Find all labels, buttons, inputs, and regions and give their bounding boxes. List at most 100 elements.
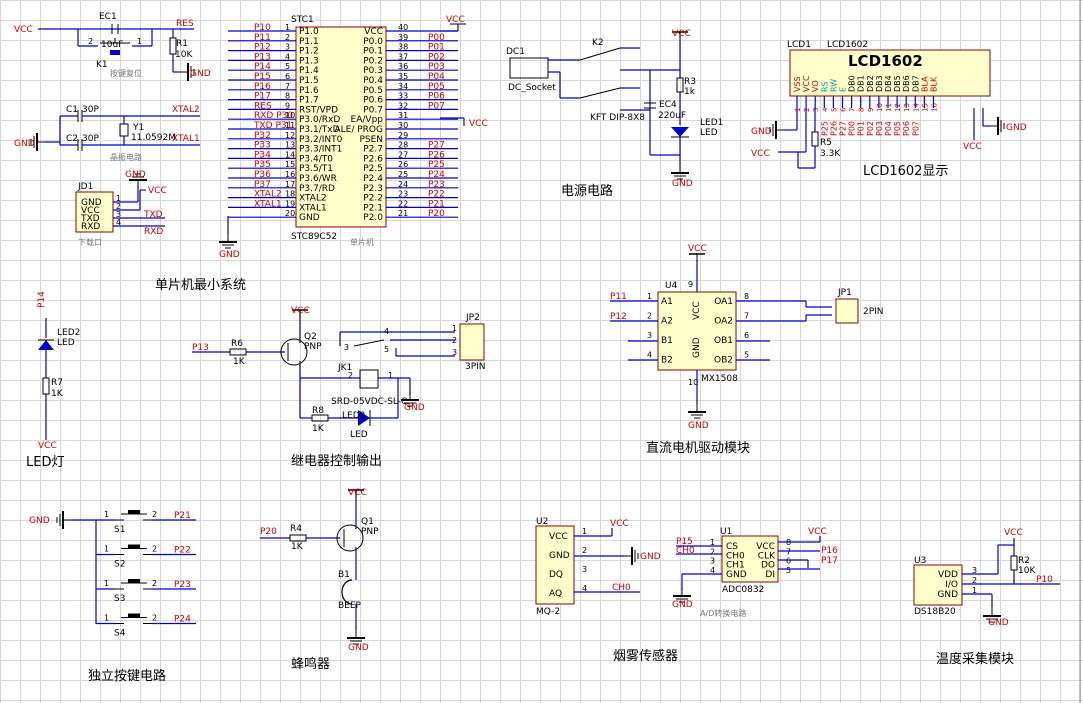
net-xtal2-label: XTAL2 [172,105,200,115]
mcu-net-label: P33 [254,141,271,151]
mcu-pin-number: 6 [285,72,290,81]
u4-body [657,291,737,371]
mcu-pin-number: 37 [398,52,408,61]
mcu-pin-name: P2.0 [363,213,383,223]
u3-pin-name: GND [937,590,958,600]
r2-value: 10K [1018,566,1036,576]
jp1-name: 2PIN [863,307,884,317]
jd1-pin-name: GND [81,198,102,208]
lcd-pin-name: VO [811,80,820,92]
jd1-pin-name: TXD [80,214,100,224]
lcd-net-label: P07 [911,121,920,136]
u2-pin-name: AQ [549,589,562,599]
r6-value: 1K [233,357,246,367]
y1-ref: Y1 [132,123,144,133]
mcu-net-label: P22 [428,190,445,200]
q1-type: PNP [361,527,379,537]
u1-pin-number: 7 [786,547,791,556]
mcu-pin-number: 17 [285,180,295,189]
net-vcc-label-ea: VCC [469,119,488,129]
mcu-pin-name: P2.3 [363,184,383,194]
r1-value: 10K [175,50,193,60]
lcd-pin-number: 12 [894,103,902,112]
mcu-net-label: P15 [254,72,271,82]
r2-body [1010,555,1018,571]
net-vcc-label-mcu: VCC [446,15,465,25]
ec1-value: 10uF [101,40,123,50]
mcu-net-label: XTAL2 [254,190,282,200]
motor-gnd-pin: 10 [688,378,698,387]
u2-ref: U2 [536,517,548,527]
led3-name: LED [350,430,368,440]
mcu-pin-number: 3 [285,43,290,52]
net-xtal1-label: XTAL1 [172,134,200,144]
mcu-pin-name: P3.7/RD [299,184,335,194]
section-title-buzzer: 蜂鸣器 [291,656,330,672]
mcu-net-label: P37 [254,180,271,190]
motor-pin-name: OB1 [714,336,733,346]
u2-pin-name: DQ [549,570,563,580]
svg-text:GND: GND [692,337,702,358]
lcd-pin-number: 1 [794,108,802,112]
mcu-ref: STC1 [291,15,314,25]
led1-ref: LED1 [700,118,723,128]
u1-pin-name: CS [726,542,738,552]
u1-part: ADC0832 [722,585,764,595]
mcu-net-label: P24 [428,170,445,180]
net-gnd-label-motor: GND [688,421,709,431]
net-vcc-label-lcd: VCC [751,149,770,159]
svg-text:2: 2 [452,336,457,345]
mcu-pin-name: P0.1 [363,47,383,57]
mcu-pin-name: P3.4/T0 [299,154,333,164]
mcu-net-label: P00 [428,33,445,43]
net-vcc-label-temp: VCC [1004,528,1023,538]
mcu-pin-number: 32 [398,101,408,110]
lcd-net-label: P26 [829,121,838,136]
lcd-pin-name: BLK [930,76,939,92]
u4-part: MX1508 [701,374,738,384]
r6-body [229,348,247,356]
svg-text:2: 2 [348,371,353,380]
motor-pin-name: A2 [661,317,673,327]
mcu-pin-name: EA/Vpp [351,115,384,125]
net-vcc-label-adc: VCC [808,527,827,537]
u1-pin-name: DI [765,570,775,580]
u1-pin-number: 6 [786,557,791,566]
lcd-net-label: P04 [884,121,893,136]
led2-name: LED [57,338,75,348]
mcu-pin-number: 8 [285,92,290,101]
b1-name: BEEP [338,601,362,611]
net-vcc-label-led: VCC [38,441,57,451]
mcu-pin-name: PSEN [359,135,383,145]
led2-ref: LED2 [57,328,80,338]
jp1-body [835,298,859,324]
lcd-pin-number: 15 [921,103,929,112]
motor-in-a2: P12 [610,312,627,322]
u1-body [721,535,779,583]
lcd-pin-name: RW [829,79,838,92]
adc-di-net: P17 [821,556,838,566]
mcu-pin-name: P1.0 [299,27,319,37]
r6-ref: R6 [231,339,243,349]
lcd1602-module: LCD1 LCD1602 LCD1602 VSS1VCC2VO3RS4P25RW… [751,40,1027,169]
svg-text:2: 2 [88,37,93,46]
adc-ch0-net: CH0 [676,546,695,556]
motor-pin-name: A1 [661,297,673,307]
r5-value: 3.3K [820,149,841,159]
mcu-pin-name: P1.1 [299,37,319,47]
u1-pin-name: CLK [758,551,776,561]
mcu-net-label: P32 [254,131,271,141]
motor-pin-number: 6 [744,331,749,340]
u2-pin-name: VCC [549,532,568,542]
motor-pin-number: 1 [647,292,652,301]
mcu-pin-name: VCC [364,27,383,37]
jd1-net-label: TXD [143,210,163,220]
q2-type: PNP [304,342,322,352]
mcu-pin-number: 28 [398,141,408,150]
u3-pin-number: 1 [972,586,977,595]
mcu-pin-number: 5 [285,62,290,71]
mcu-pin-name: P1.2 [299,47,319,57]
mcu-pin-number: 7 [285,82,290,91]
mcu-pin-number: 2 [285,33,290,42]
